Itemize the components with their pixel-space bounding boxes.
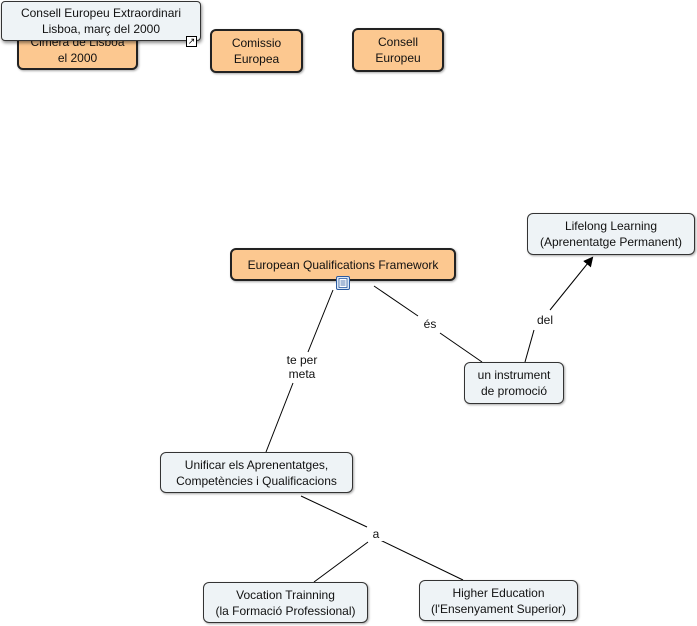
concept-consell-europeu[interactable]: Consell Europeu <box>352 28 444 72</box>
link-label-es-text: és <box>423 317 437 331</box>
link-label-es[interactable]: és <box>418 317 442 331</box>
link-a-to-vocation <box>313 541 369 583</box>
link-te-per-meta-to-unificar <box>265 382 294 453</box>
concept-un-instrument-de-promocio[interactable]: un instrument de promoció <box>464 362 564 404</box>
concept-higher-line-2: (l'Ensenyament Superior) <box>430 601 567 616</box>
concept-instrument-line-1: un instrument <box>477 368 551 382</box>
link-es-to-instrument <box>439 332 483 363</box>
concept-instrument-line-2: de promoció <box>480 384 548 398</box>
external-link-icon[interactable]: ↗ <box>186 36 197 47</box>
concept-vocation-line-1: Vocation Trainning <box>236 587 335 602</box>
link-label-te-per-meta-line-1: te per <box>286 353 318 367</box>
concept-higher-education[interactable]: Higher Education (l'Ensenyament Superior… <box>419 580 578 621</box>
concept-unificar-line-2: Competències i Qualificacions <box>176 473 337 488</box>
concept-comissio-line-1: Comissio <box>231 36 282 50</box>
concept-european-qualifications-framework[interactable]: European Qualifications Framework <box>230 248 456 281</box>
link-label-a[interactable]: a <box>367 527 385 541</box>
link-eqf-to-te-per-meta <box>307 289 334 353</box>
concept-lifelong-line-1: Lifelong Learning <box>564 219 658 233</box>
tooltip-line-1: Consell Europeu Extraordinari <box>20 6 182 20</box>
concept-comissio-europea[interactable]: Comissio Europea <box>210 29 303 73</box>
concept-lifelong-learning[interactable]: Lifelong Learning (Aprenentatge Permanen… <box>527 213 695 255</box>
concept-unificar-aprenentatges[interactable]: Unificar els Aprenentatges, Competències… <box>160 452 353 493</box>
link-unificar-to-a <box>300 495 368 528</box>
concept-consell-line-1: Consell <box>377 35 419 49</box>
link-label-del-text: del <box>536 313 553 327</box>
link-label-te-per-meta[interactable]: te per meta <box>280 353 324 381</box>
link-label-del[interactable]: del <box>530 313 560 327</box>
concept-vocation-line-2: (la Formació Professional) <box>215 603 356 618</box>
link-del-to-lifelong <box>549 256 594 311</box>
concept-consell-line-2: Europeu <box>375 51 421 65</box>
concept-eqf-label: European Qualifications Framework <box>247 257 439 272</box>
concept-cimera-line-2: el 2000 <box>57 50 98 65</box>
link-a-to-higher <box>379 539 464 581</box>
document-resource-icon[interactable] <box>336 276 350 290</box>
concept-lifelong-line-2: (Aprenentatge Permanent) <box>539 235 683 249</box>
tooltip-line-2: Lisboa, març del 2000 <box>41 22 161 36</box>
concept-higher-line-1: Higher Education <box>452 585 545 600</box>
link-eqf-to-es <box>373 285 419 317</box>
concept-unificar-line-1: Unificar els Aprenentatges, <box>184 457 329 472</box>
link-instrument-to-del <box>524 329 535 363</box>
link-label-te-per-meta-line-2: meta <box>288 367 316 381</box>
concept-comissio-line-2: Europea <box>233 52 280 66</box>
concept-vocation-trainning[interactable]: Vocation Trainning (la Formació Professi… <box>203 582 368 623</box>
link-label-a-text: a <box>372 527 380 541</box>
hover-tooltip: Consell Europeu Extraordinari Lisboa, ma… <box>1 1 201 41</box>
